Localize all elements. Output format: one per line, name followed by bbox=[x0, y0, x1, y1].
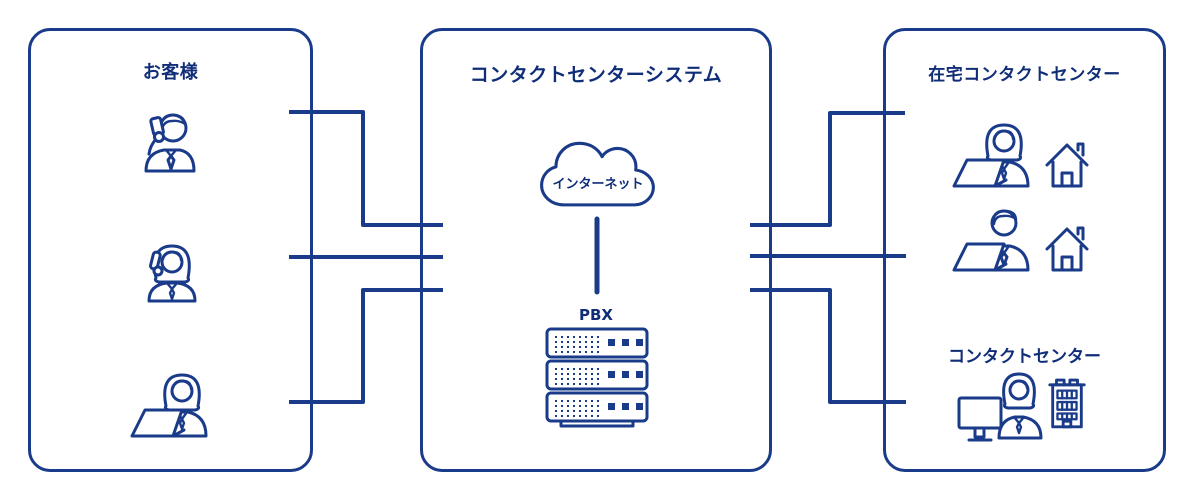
house-icon bbox=[1045, 142, 1089, 188]
cloud-label: インターネット bbox=[552, 177, 644, 192]
home-agent-woman-laptop-icon bbox=[952, 123, 1030, 188]
line-system-to-agent1 bbox=[750, 111, 905, 227]
man-calling-smartphone-icon bbox=[144, 113, 196, 173]
system-panel bbox=[420, 28, 772, 472]
contact-center-label: コンタクトセンター bbox=[948, 347, 1101, 367]
house-icon bbox=[1045, 226, 1089, 272]
office-building-icon bbox=[1048, 378, 1086, 429]
pbx-server-icon bbox=[545, 327, 649, 428]
office-agent-desktop-icon bbox=[957, 372, 1043, 442]
woman-calling-handset-icon bbox=[147, 244, 197, 303]
remote-panel bbox=[883, 28, 1166, 472]
system-panel-title: コンタクトセンターシステム bbox=[469, 64, 723, 86]
customers-panel-title: お客様 bbox=[142, 62, 199, 83]
internet-cloud-icon bbox=[540, 141, 655, 207]
customers-panel bbox=[28, 28, 313, 472]
server-dot-grid bbox=[555, 336, 643, 417]
woman-using-laptop-icon bbox=[130, 373, 208, 438]
home-agent-man-laptop-icon bbox=[952, 209, 1030, 272]
remote-panel-title: 在宅コンタクトセンター bbox=[928, 65, 1121, 85]
pbx-label: PBX bbox=[579, 306, 613, 324]
